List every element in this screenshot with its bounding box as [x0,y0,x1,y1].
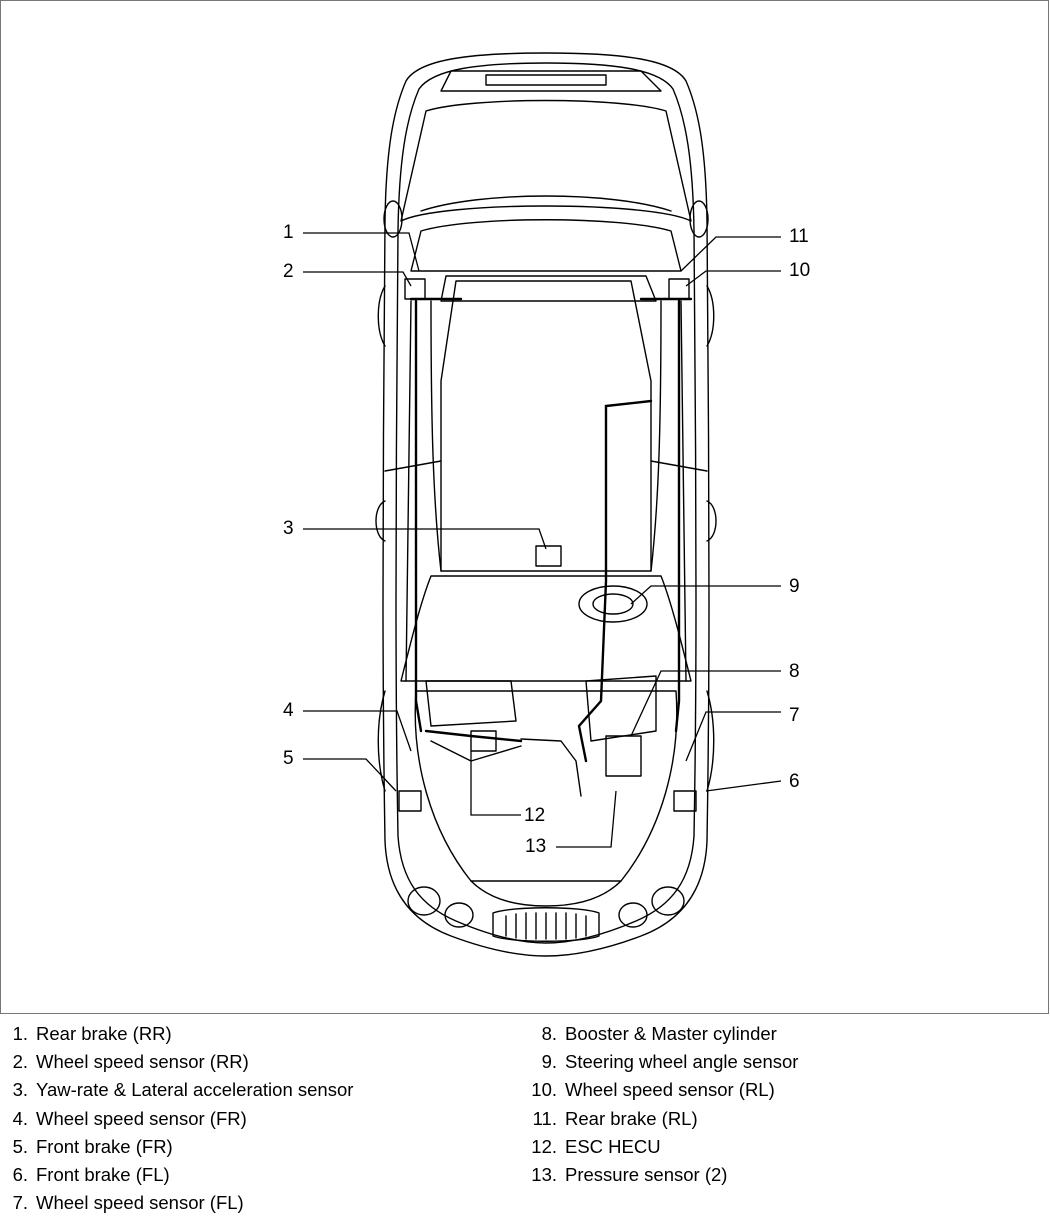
callout-9: 9 [789,576,800,597]
callout-6: 6 [789,771,800,792]
callout-10: 10 [789,260,811,281]
leader-2 [303,271,412,287]
legend-label: Rear brake (RL) [565,1107,698,1129]
legend-label: Wheel speed sensor (FL) [36,1192,244,1214]
legend-label: Wheel speed sensor (RL) [565,1079,775,1101]
legend-item: 11. Rear brake (RL) [527,1105,798,1133]
diagram-figure: 1 2 3 4 5 6 7 8 9 10 11 12 13 [0,0,1049,1014]
legend-item: 7. Wheel speed sensor (FL) [4,1189,353,1217]
leader-8 [630,670,781,737]
legend-item: 2. Wheel speed sensor (RR) [4,1048,353,1076]
legend-item: 6. Front brake (FL) [4,1161,353,1189]
legend-number: 8. [541,1023,557,1044]
legend-label: Pressure sensor (2) [565,1163,728,1185]
legend-number: 6. [12,1163,28,1185]
legend-right-column: 8. Booster & Master cylinder 9. Steering w… [527,1020,798,1189]
callout-1: 1 [283,222,294,243]
legend-number: 9. [541,1051,557,1073]
legend-label: Rear brake (RR) [36,1023,172,1044]
legend-item: 8. Booster & Master cylinder [527,1020,798,1048]
legend-number: 2. [12,1051,28,1073]
legend-item: 4. Wheel speed sensor (FR) [4,1105,353,1133]
brake-line-left [674,299,681,733]
legend-item: 12. ESC HECU [527,1133,798,1161]
legend: 1. Rear brake (RR) 2. Wheel speed sensor (… [0,1014,1050,1213]
legend-item: 10. Wheel speed sensor (RL) [527,1076,798,1104]
legend-number: 3. [12,1079,28,1101]
legend-number: 5. [12,1135,28,1157]
leader-5 [303,758,397,792]
legend-label: Yaw-rate & Lateral acceleration sensor [36,1079,354,1101]
legend-left-column: 1. Rear brake (RR) 2. Wheel speed sensor (… [4,1020,354,1217]
legend-label: Front brake (FL) [36,1163,170,1185]
leader-13 [556,790,617,848]
callout-2: 2 [283,261,294,282]
legend-item: 9. Steering wheel angle sensor [527,1048,799,1076]
leader-11 [680,236,781,272]
leader-10 [685,270,781,287]
legend-label: Front brake (FR) [36,1135,173,1157]
sensor-harness [577,399,653,763]
leader-6 [705,780,782,792]
car-top-view-drawing [303,52,782,957]
legend-number: 1. [12,1023,28,1044]
legend-label: Booster & Master cylinder [565,1023,777,1044]
car-body-outline [382,52,710,957]
leader-7 [685,711,781,762]
legend-item: 1. Rear brake (RR) [4,1020,353,1048]
callout-4: 4 [283,700,294,721]
legend-number: 12. [531,1135,557,1157]
legend-label: Wheel speed sensor (FR) [36,1107,247,1129]
legend-label: Steering wheel angle sensor [565,1051,799,1073]
leader-9 [630,585,781,605]
leader-4 [303,710,412,752]
callout-11: 11 [789,226,809,247]
legend-item: 13. Pressure sensor (2) [527,1161,798,1189]
callout-5: 5 [283,748,294,769]
legend-number: 11. [532,1107,557,1129]
callout-7: 7 [789,705,800,726]
legend-number: 10. [531,1079,557,1101]
brake-line-right [414,299,423,733]
legend-item: 3. Yaw-rate & Lateral acceleration sensor [4,1076,354,1104]
legend-label: Wheel speed sensor (RR) [36,1051,249,1073]
leader-12 [470,751,521,816]
callout-3: 3 [283,518,294,539]
leader-1 [303,232,420,272]
callout-12: 12 [524,805,546,826]
legend-number: 7. [12,1192,28,1214]
legend-label: ESC HECU [565,1135,661,1157]
callout-8: 8 [789,661,800,682]
legend-number: 13. [531,1163,557,1185]
legend-item: 5. Front brake (FR) [4,1133,353,1161]
legend-number: 4. [12,1107,28,1129]
leader-3 [303,528,547,550]
callout-13: 13 [525,836,547,857]
